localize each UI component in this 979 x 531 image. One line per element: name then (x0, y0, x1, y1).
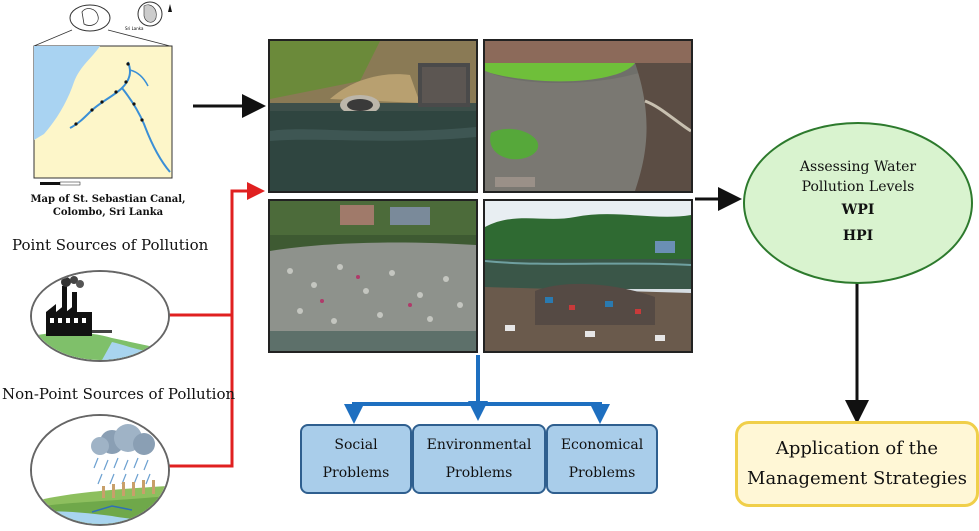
point-sources-label: Point Sources of Pollution (12, 236, 209, 254)
factory-icon (30, 270, 170, 362)
economical-problems-box: Economical Problems (546, 424, 658, 494)
nonpoint-source-connector (168, 315, 234, 468)
rain-runoff-icon (30, 414, 170, 526)
economical-problems-line1: Economical (560, 437, 644, 453)
photo-algae-canal (483, 39, 693, 193)
map-caption-line1: Map of St. Sebastian Canal, (30, 194, 186, 205)
social-problems-line2: Problems (322, 465, 390, 481)
nonpoint-sources-label: Non-Point Sources of Pollution (2, 385, 236, 403)
assessment-title-line2: Pollution Levels (801, 179, 915, 195)
environmental-problems-line1: Environmental (426, 437, 532, 453)
social-problems-line1: Social (334, 437, 378, 453)
photo-floating-waste-canal (268, 199, 478, 353)
hpi-label: HPI (842, 228, 874, 244)
application-line2: Management Strategies (747, 468, 967, 489)
point-source-connector (168, 182, 265, 317)
photo-bank-garbage (483, 199, 693, 353)
assessment-oval: Assessing Water Pollution Levels WPI HPI (743, 122, 973, 284)
map-caption-line2: Colombo, Sri Lanka (52, 207, 164, 218)
economical-problems-line2: Problems (568, 465, 636, 481)
social-problems-box: Social Problems (300, 424, 412, 494)
canal-map: Sri Lanka (30, 0, 196, 194)
photo-outfall-canal (268, 39, 478, 193)
environmental-problems-box: Environmental Problems (412, 424, 546, 494)
map-caption: Map of St. Sebastian Canal, Colombo, Sri… (20, 193, 196, 219)
inset-label: Sri Lanka (125, 26, 144, 31)
application-line1: Application of the (775, 438, 939, 459)
application-box: Application of the Management Strategies (735, 421, 979, 507)
environmental-problems-line2: Problems (445, 465, 513, 481)
wpi-label: WPI (841, 202, 875, 218)
canal-map-graphic (33, 1, 173, 186)
assessment-title-line1: Assessing Water (799, 159, 917, 175)
